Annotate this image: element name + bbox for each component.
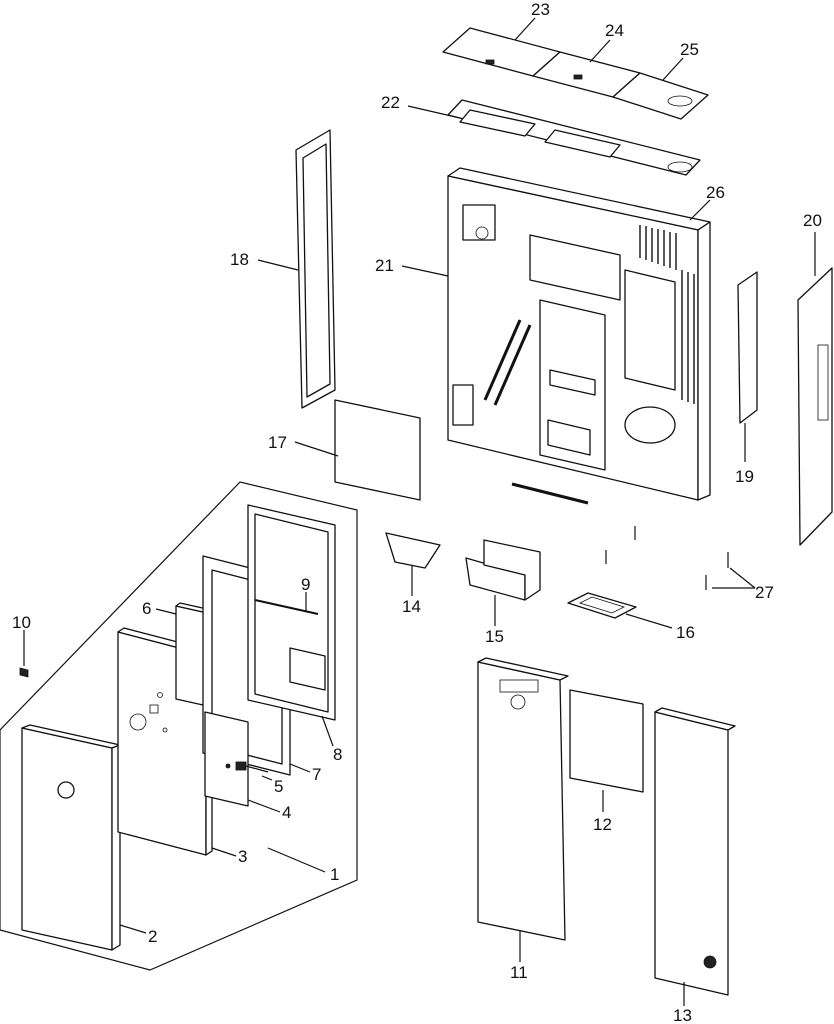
callout-20: 20 xyxy=(803,211,822,230)
ash-tray-small xyxy=(385,532,441,569)
door-assembly-group-outline xyxy=(0,481,358,971)
side-strip xyxy=(737,271,758,424)
callout-19: 19 xyxy=(735,467,754,486)
door-handle xyxy=(225,761,269,773)
door-lower-plate xyxy=(204,711,249,807)
side-tall-frame xyxy=(295,129,336,409)
side-panel xyxy=(797,267,833,546)
callout-7: 7 xyxy=(312,765,321,784)
bottom-rail xyxy=(511,482,589,505)
callout-12: 12 xyxy=(593,815,612,834)
ash-drawer xyxy=(465,539,541,601)
callout-4: 4 xyxy=(282,803,291,822)
callout-13: 13 xyxy=(673,1006,692,1024)
callout-27: 27 xyxy=(755,583,774,602)
front-panel-right xyxy=(654,707,736,996)
callout-15: 15 xyxy=(485,627,504,646)
front-panel-center xyxy=(569,689,644,793)
callout-25: 25 xyxy=(680,40,699,59)
callout-2: 2 xyxy=(148,927,157,946)
clip-part xyxy=(19,667,29,678)
callout-14: 14 xyxy=(402,597,421,616)
top-frame xyxy=(447,99,701,176)
callout-26: 26 xyxy=(706,183,725,202)
door-outer-panel xyxy=(21,724,121,951)
callout-24: 24 xyxy=(605,21,624,40)
callout-8: 8 xyxy=(333,745,342,764)
front-panel-left xyxy=(477,657,569,941)
callout-3: 3 xyxy=(238,847,247,866)
main-body xyxy=(447,167,711,501)
rear-plate xyxy=(334,399,421,501)
callout-23: 23 xyxy=(531,0,550,19)
callout-17: 17 xyxy=(268,433,287,452)
callout-1: 1 xyxy=(330,865,339,884)
callout-16: 16 xyxy=(676,623,695,642)
callout-5: 5 xyxy=(274,777,283,796)
callout-22: 22 xyxy=(381,93,400,112)
callout-18: 18 xyxy=(230,250,249,269)
callout-11: 11 xyxy=(510,963,528,982)
callout-10: 10 xyxy=(12,613,31,632)
screws xyxy=(605,526,729,590)
callout-6: 6 xyxy=(142,599,151,618)
callout-9: 9 xyxy=(301,575,310,594)
small-frame xyxy=(567,592,637,619)
callout-21: 21 xyxy=(375,256,394,275)
top-cover-right xyxy=(612,72,709,120)
door-bracket xyxy=(254,599,326,691)
leader-lines xyxy=(23,17,816,1006)
callout-labels: 1 2 3 4 5 6 7 8 9 10 11 12 13 14 15 16 1… xyxy=(12,0,822,1024)
